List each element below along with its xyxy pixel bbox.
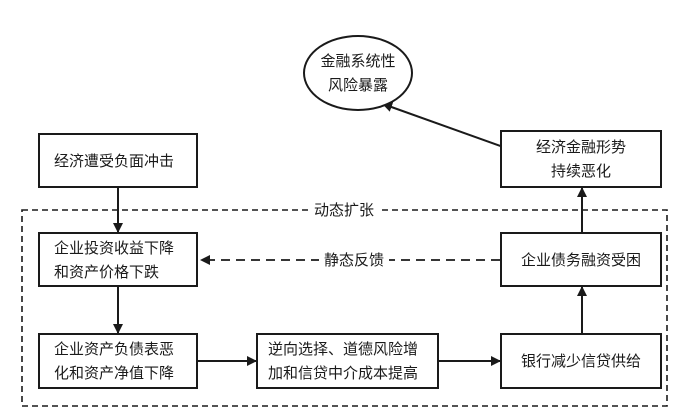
edge-economy-to-systemic: [382, 102, 521, 154]
node-systemic-risk: 金融系统性 风险暴露: [303, 35, 413, 111]
node-bank-credit: 银行减少信贷供给: [500, 333, 662, 389]
node-economic-shock-text: 经济遭受负面冲击: [54, 151, 175, 170]
node-debt-financing: 企业债务融资受困: [500, 232, 662, 287]
node-balance-sheet-line2: 化和资产净值下降: [54, 364, 175, 382]
node-economic-shock: 经济遭受负面冲击: [38, 133, 198, 188]
node-economy-worsening: 经济金融形势 持续恶化: [500, 130, 662, 188]
node-adverse-selection: 逆向选择、道德风险增 加和信贷中介成本提高: [256, 333, 439, 389]
node-invest-decline-line1: 企业投资收益下降: [54, 238, 175, 257]
node-economy-worsening-line1: 经济金融形势: [535, 138, 626, 156]
node-systemic-risk-line1: 金融系统性: [320, 52, 396, 70]
node-adverse-selection-line1: 逆向选择、道德风险增: [268, 340, 419, 358]
node-systemic-risk-line2: 风险暴露: [327, 76, 388, 94]
node-invest-decline: 企业投资收益下降 和资产价格下跌: [38, 232, 198, 287]
node-invest-decline-line2: 和资产价格下跌: [54, 262, 160, 281]
node-adverse-selection-line2: 加和信贷中介成本提高: [268, 364, 419, 382]
node-balance-sheet: 企业资产负债表恶 化和资产净值下降: [38, 333, 198, 389]
node-balance-sheet-line1: 企业资产负债表恶: [54, 340, 175, 358]
node-debt-financing-text: 企业债务融资受困: [520, 250, 641, 269]
label-static-feedback: 静态反馈: [319, 251, 390, 269]
node-bank-credit-text: 银行减少信贷供给: [520, 352, 641, 370]
label-dynamic-expansion: 动态扩张: [309, 201, 380, 219]
node-economy-worsening-line2: 持续恶化: [550, 162, 611, 180]
